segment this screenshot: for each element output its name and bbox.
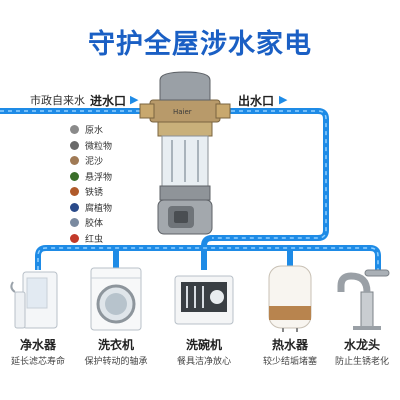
washing-machine-icon — [81, 262, 151, 332]
appliance-dishwasher: 洗碗机 餐具洁净放心 — [166, 262, 242, 367]
appliance-name: 洗衣机 — [97, 338, 134, 352]
page-title: 守护全屋涉水家电 — [88, 29, 312, 60]
appliance-water-heater: 热水器 较少结垢堵塞 — [252, 262, 328, 367]
appliance-faucet: 水龙头 防止生锈老化 — [324, 262, 400, 367]
red-worm-icon — [70, 233, 79, 243]
impurity-legend: 原水 微粒物 泥沙 悬浮物 铁锈 腐植物 胶体 红虫 — [70, 122, 112, 246]
legend-item: 悬浮物 — [70, 169, 112, 185]
legend-item: 腐植物 — [70, 200, 112, 216]
appliance-desc: 保护转动的轴承 — [84, 357, 148, 367]
rust-icon — [70, 187, 79, 197]
prefilter-icon: Haier — [139, 71, 231, 235]
dishwasher-icon — [169, 262, 239, 332]
legend-item: 原水 — [70, 122, 112, 138]
appliance-desc: 防止生锈老化 — [334, 357, 389, 367]
inlet-arrow-icon: ▶ — [130, 93, 139, 106]
appliance-name: 水龙头 — [343, 338, 380, 352]
suspended-matter-icon — [70, 171, 79, 181]
legend-item: 泥沙 — [70, 153, 112, 169]
municipal-water-label: 市政自来水 — [30, 94, 85, 107]
water-purifier-icon — [3, 262, 73, 332]
appliance-desc: 较少结垢堵塞 — [262, 357, 317, 367]
appliance-desc: 餐具洁净放心 — [176, 357, 231, 367]
appliance-desc: 延长滤芯寿命 — [10, 357, 65, 367]
sediment-icon — [70, 156, 79, 166]
legend-item: 胶体 — [70, 215, 112, 231]
outlet-arrow-icon: ▶ — [279, 93, 288, 106]
appliance-water-purifier: 净水器 延长滤芯寿命 — [0, 262, 76, 367]
appliance-name: 净水器 — [19, 338, 56, 352]
appliance-name: 热水器 — [271, 338, 308, 352]
humus-icon — [70, 202, 79, 212]
inlet-label: 进水口 — [90, 94, 127, 108]
legend-item: 铁锈 — [70, 184, 112, 200]
legend-item: 红虫 — [70, 231, 112, 247]
appliance-washing-machine: 洗衣机 保护转动的轴承 — [78, 262, 154, 367]
filter-brand: Haier — [173, 108, 192, 116]
particles-icon — [70, 140, 79, 150]
colloid-icon — [70, 218, 79, 228]
appliance-name: 洗碗机 — [185, 338, 222, 352]
legend-item: 微粒物 — [70, 138, 112, 154]
outlet-label: 出水口 — [238, 94, 275, 108]
water-heater-icon — [255, 262, 325, 332]
faucet-icon — [327, 262, 397, 332]
raw-water-icon — [70, 125, 79, 135]
